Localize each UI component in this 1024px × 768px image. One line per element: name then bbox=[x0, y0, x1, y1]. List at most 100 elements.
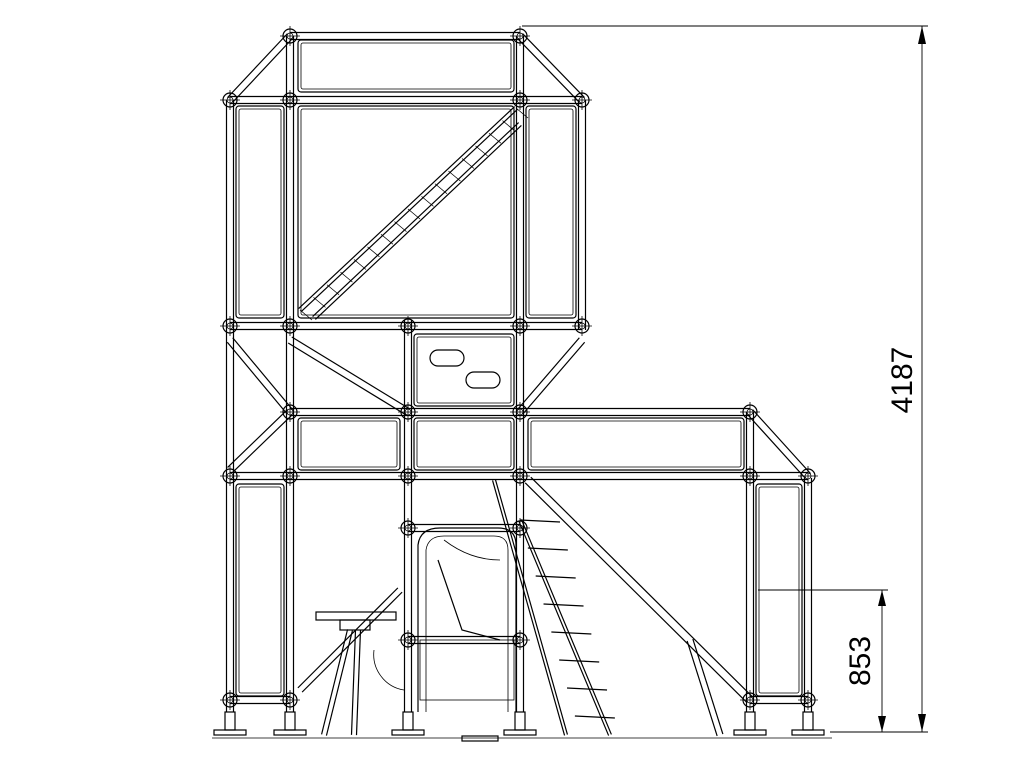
platform-height-label: 853 bbox=[844, 636, 877, 686]
net-cross-rope bbox=[551, 631, 592, 635]
bench-leg bbox=[325, 630, 354, 736]
corner-brace bbox=[746, 413, 806, 479]
infill-panel bbox=[297, 417, 401, 471]
infill-panel bbox=[297, 39, 515, 93]
net-cross-rope bbox=[567, 687, 608, 691]
ladder-rung bbox=[326, 284, 340, 296]
anchor-sleeve bbox=[284, 711, 296, 731]
side-brace bbox=[226, 341, 288, 415]
net-rope bbox=[491, 480, 566, 736]
panel-edge bbox=[530, 420, 742, 468]
ladder-rail bbox=[314, 125, 522, 320]
anchor-sleeve bbox=[802, 711, 814, 731]
roof-brace bbox=[232, 37, 293, 103]
net-cross-rope bbox=[527, 547, 568, 551]
panel-edge bbox=[416, 336, 512, 404]
ladder-rail bbox=[298, 106, 516, 309]
roof-brace bbox=[517, 38, 580, 103]
ladder-rung bbox=[394, 221, 407, 232]
panel-edge bbox=[238, 486, 282, 694]
ladder-rung bbox=[407, 208, 421, 220]
ladder-rung bbox=[434, 183, 448, 195]
ladder-rung bbox=[502, 120, 515, 131]
entry-panel bbox=[419, 639, 515, 701]
ground-feet bbox=[212, 711, 832, 742]
panel-edge bbox=[416, 420, 512, 468]
slide-rail bbox=[524, 482, 748, 704]
roof-brace bbox=[227, 33, 288, 99]
net-cross-rope bbox=[543, 603, 584, 607]
ladder bbox=[298, 106, 529, 321]
slide-chute bbox=[417, 476, 754, 737]
ladder-rung bbox=[475, 145, 488, 157]
ladder-rung bbox=[313, 297, 326, 308]
corner-brace bbox=[752, 409, 812, 475]
infill-panel bbox=[235, 105, 285, 319]
slide-leg bbox=[692, 638, 724, 735]
base-plate bbox=[791, 729, 825, 736]
diagonal-braces bbox=[226, 33, 812, 693]
side-brace bbox=[291, 336, 411, 410]
bench-top bbox=[315, 611, 397, 621]
net-rope bbox=[494, 479, 569, 735]
ladder-rung bbox=[367, 246, 380, 258]
panel-edge bbox=[300, 420, 398, 468]
net-cross-rope bbox=[559, 659, 600, 663]
handhold-cutout bbox=[465, 371, 501, 389]
entry-arch-inner bbox=[425, 535, 509, 712]
lower-brace bbox=[297, 587, 399, 689]
panel-edge bbox=[238, 108, 282, 316]
platform-height-dimension: 853 bbox=[758, 589, 888, 732]
base-plate bbox=[461, 735, 499, 742]
roof-brace bbox=[522, 33, 585, 98]
infill-panel bbox=[413, 333, 515, 407]
overall-height-dimension: 4187 bbox=[522, 25, 928, 733]
panels bbox=[235, 39, 803, 697]
ladder-rail bbox=[312, 122, 520, 317]
infill-panel bbox=[413, 417, 515, 471]
net-rope bbox=[518, 520, 610, 736]
side-brace bbox=[232, 414, 293, 473]
ladder-rung bbox=[515, 107, 529, 119]
base-plate bbox=[273, 729, 307, 736]
overall-height-label: 4187 bbox=[886, 347, 919, 414]
ladder-rung bbox=[461, 158, 475, 169]
base-plate bbox=[213, 729, 247, 736]
base-plate bbox=[391, 729, 425, 736]
slide-leg bbox=[686, 640, 718, 737]
infill-panel bbox=[235, 483, 285, 697]
panel-edge bbox=[528, 108, 574, 316]
ladder-rung bbox=[488, 132, 502, 144]
handhold-cutout bbox=[429, 349, 465, 367]
base-plate bbox=[503, 729, 537, 736]
ladder-rung bbox=[421, 196, 434, 207]
ladder-rung bbox=[340, 271, 353, 283]
slide-rail bbox=[530, 476, 754, 698]
side-brace bbox=[227, 409, 288, 468]
net-cross-rope bbox=[574, 715, 615, 719]
panel-edge bbox=[300, 108, 512, 316]
bench-curve bbox=[373, 649, 405, 691]
net-cross-rope bbox=[535, 575, 576, 579]
ladder-rung bbox=[353, 259, 367, 270]
base-plate bbox=[733, 729, 767, 736]
bench-leg bbox=[355, 630, 362, 736]
bench-leg bbox=[350, 629, 357, 735]
pipe-connectors bbox=[220, 26, 818, 710]
net-cross-rope bbox=[519, 519, 561, 523]
bench-seat bbox=[315, 611, 405, 736]
frame-beams bbox=[230, 31, 808, 705]
climber-rope bbox=[443, 539, 501, 561]
frame-posts bbox=[225, 36, 813, 712]
anchor-sleeve bbox=[402, 711, 414, 731]
bench-leg bbox=[320, 629, 349, 735]
entry-arch bbox=[417, 527, 517, 712]
side-brace bbox=[232, 337, 294, 411]
rope-net bbox=[491, 479, 615, 736]
climber-rope bbox=[437, 559, 501, 641]
ladder-rung bbox=[380, 233, 394, 245]
lower-brace bbox=[301, 591, 403, 693]
side-brace bbox=[522, 341, 586, 415]
